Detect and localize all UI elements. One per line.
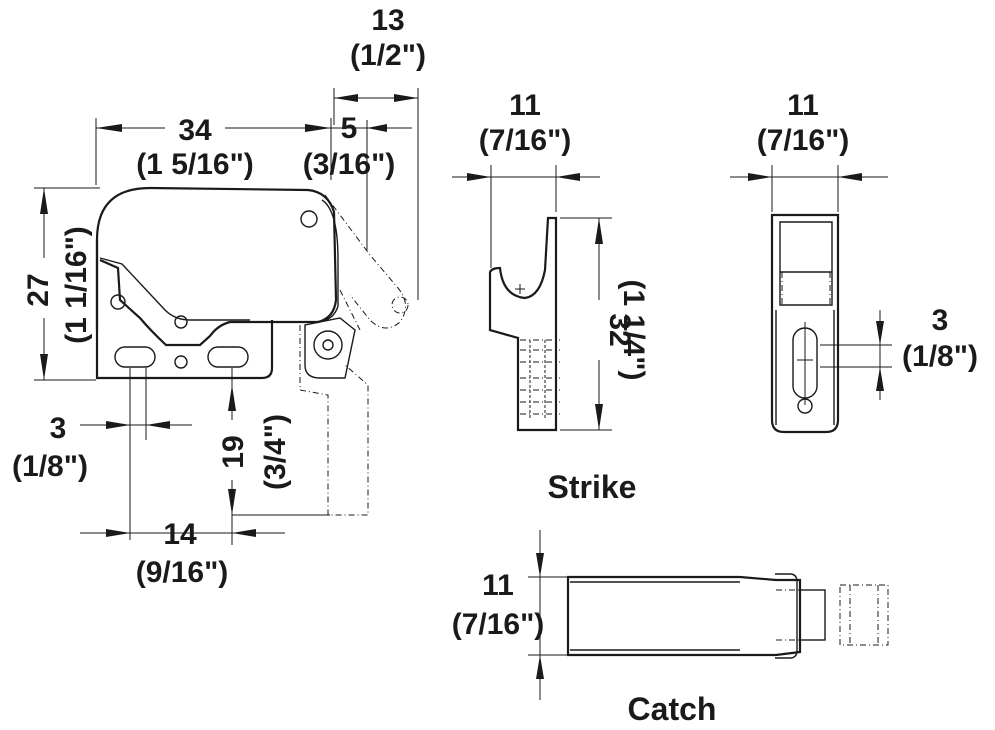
main-height-mm: 27 <box>22 273 55 306</box>
front-width-mm: 11 <box>787 89 819 122</box>
hole-in: (1/8") <box>12 450 88 483</box>
main-height-in: (1 1/16") <box>60 226 93 344</box>
strike-height-in: (1 1/4") <box>617 280 650 381</box>
depth-in: (3/4") <box>259 414 292 490</box>
dim-27-height: 27 (1 1/16") <box>22 187 100 381</box>
overall-in: (1/2") <box>350 39 426 72</box>
dim-34-width: 34 (1 5/16") <box>95 113 332 185</box>
strike-side-view <box>488 216 560 432</box>
dim-strike-width: 11 (7/16") <box>452 89 600 268</box>
dim-19-depth: 19 (3/4") <box>217 383 330 516</box>
offset-in: (3/16") <box>303 148 396 181</box>
strike-height-mm: 32 <box>603 313 636 346</box>
dim-5-offset: 5 (3/16") <box>303 112 412 250</box>
dim-13-overall: 13 (1/2") <box>333 4 426 300</box>
spacing-in: (9/16") <box>136 556 229 589</box>
depth-mm: 19 <box>217 435 250 468</box>
main-width-mm: 34 <box>178 114 212 147</box>
dim-strike-height: 32 (1 1/4") <box>560 217 650 431</box>
strike-front-view <box>770 213 840 434</box>
catch-height-in: (7/16") <box>452 608 545 641</box>
strike-width-in: (7/16") <box>479 124 572 157</box>
latch-side-view <box>95 186 409 516</box>
strike-label: Strike <box>548 469 637 505</box>
dim-14-spacing: 14 (9/16") <box>80 368 285 589</box>
offset-mm: 5 <box>341 112 358 145</box>
strike-width-mm: 11 <box>509 89 541 122</box>
slot-mm: 3 <box>932 304 949 337</box>
overall-mm: 13 <box>371 4 404 37</box>
front-width-in: (7/16") <box>757 124 850 157</box>
catch-height-mm: 11 <box>482 569 514 602</box>
dim-3-hole: 3 (1/8") <box>12 368 192 540</box>
catch-label: Catch <box>628 691 717 727</box>
catch-view <box>566 573 889 659</box>
dim-catch-height: 11 (7/16") <box>452 530 568 700</box>
spacing-mm: 14 <box>163 518 197 551</box>
dim-slot: 3 (1/8") <box>820 304 978 400</box>
slot-in: (1/8") <box>902 340 978 373</box>
hole-mm: 3 <box>50 412 67 445</box>
dim-front-width: 11 (7/16") <box>730 89 888 212</box>
main-width-in: (1 5/16") <box>136 148 254 181</box>
